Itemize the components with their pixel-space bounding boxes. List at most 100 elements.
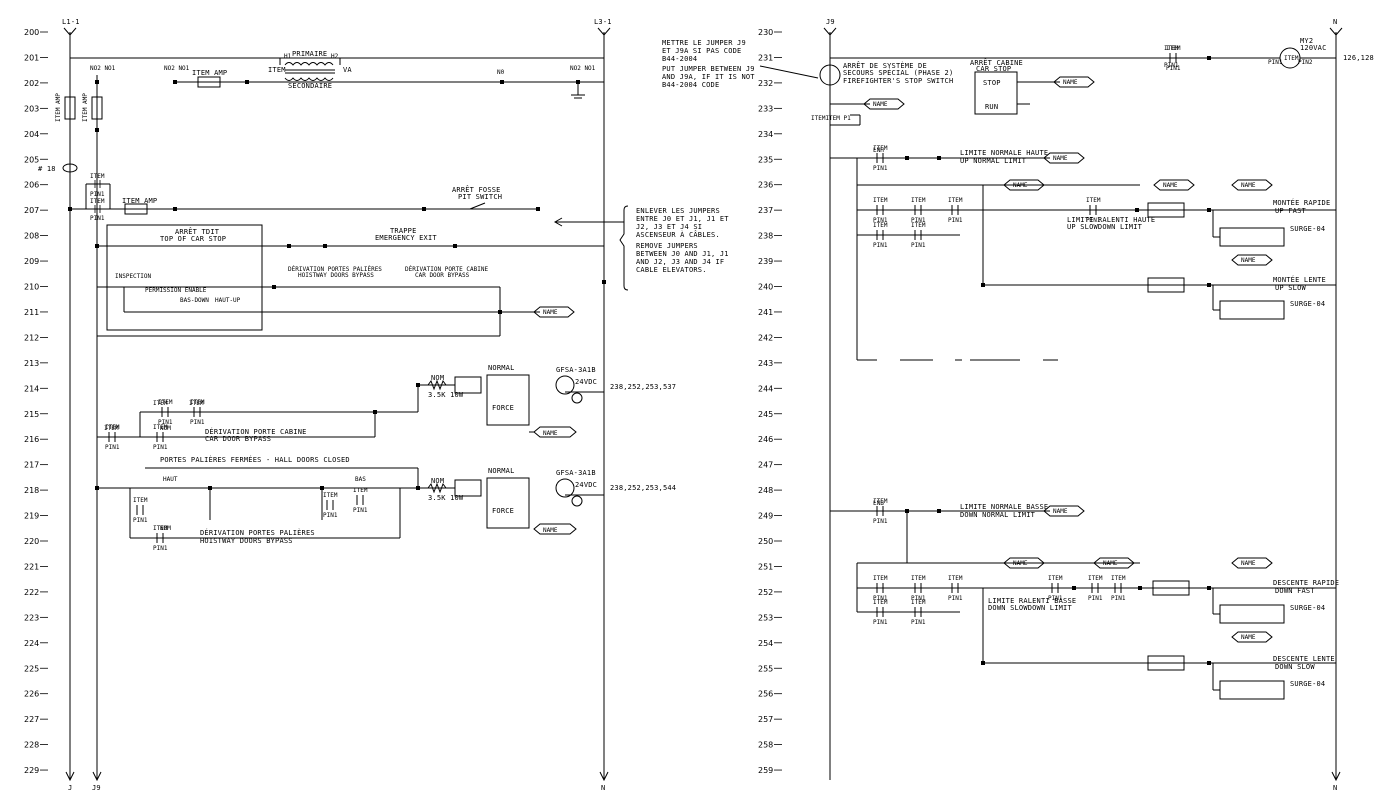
- contact-pin-label: PIN1: [911, 242, 926, 249]
- inspection-label: INSPECTION: [115, 273, 152, 280]
- name-tag-label: NAME: [1163, 182, 1178, 189]
- surge-box: [1219, 300, 1285, 320]
- relay-coil-icon: [555, 375, 575, 395]
- contact-item-label: ITEM: [323, 492, 338, 499]
- note-left-line5: REMOVE JUMPERS: [636, 242, 698, 250]
- row-number: 241: [758, 308, 773, 317]
- contact-item-label: ITEM: [911, 222, 926, 229]
- fuse-icon: [91, 96, 103, 120]
- gfsa-1: GFSA-3A1B: [556, 366, 596, 374]
- contact-item-label: ITEM: [911, 599, 926, 606]
- row-number: 209: [24, 257, 39, 266]
- contact-pin-label: PIN1: [190, 419, 205, 426]
- hall-bypass-fr: DÉRIVATION PORTES PALIÈRES: [200, 528, 315, 537]
- name-tag: [533, 306, 575, 318]
- rung-205: # 18: [38, 163, 78, 173]
- name-tag-label: NAME: [1241, 634, 1256, 641]
- contact-item-label: ITEM: [948, 575, 963, 582]
- contact-pin-label: PIN1: [153, 545, 168, 552]
- row-number: 217: [24, 461, 39, 470]
- rung-207-item-amp: ITEM AMP: [122, 197, 157, 205]
- name-tag-label: NAME: [1063, 79, 1078, 86]
- contact-pin-label: PIN1: [873, 619, 888, 626]
- rung-249: NAME LIMITE NORMALE BASSE DOWN NORMAL LI…: [830, 500, 1140, 612]
- led-icon: [571, 392, 583, 404]
- fuse-icon: [124, 203, 148, 215]
- row-number: 203: [24, 104, 39, 113]
- name-tag-label: NAME: [873, 101, 888, 108]
- rail-label-n-bottom: N: [601, 784, 605, 792]
- row-number: 208: [24, 232, 39, 241]
- haut-label: HAUT: [163, 476, 178, 483]
- contact-item-label: ITEM: [873, 498, 888, 505]
- contact-pin-label: PIN1: [911, 595, 926, 602]
- contact-item-label: ITEM: [158, 399, 173, 406]
- up-slow-fr: MONTÉE LENTE: [1273, 275, 1326, 284]
- rung-202-no-b: NO2 NO1: [570, 65, 596, 72]
- note-left-line8: CABLE ELEVATORS.: [636, 266, 707, 274]
- contact-pin-label: PIN1: [133, 517, 148, 524]
- contactor-icon: [1147, 655, 1185, 671]
- rung-205-label: # 18: [38, 165, 56, 173]
- row-number: 211: [24, 308, 39, 317]
- row-number: 233: [758, 104, 773, 113]
- car-stop-fr: ARRÊT TDIT: [175, 227, 220, 236]
- left-rails: L1-1 L3-1 J J9 N: [62, 18, 611, 792]
- force-1: FORCE: [492, 404, 514, 412]
- row-number: 248: [758, 486, 773, 495]
- row-number: 221: [24, 562, 39, 571]
- firefighter-fr2: SECOURS SPÉCIAL (PHASE 2): [843, 68, 953, 77]
- surge-4: SURGE-04: [1290, 680, 1325, 688]
- firefighter-en: FIREFIGHTER'S STOP SWITCH: [843, 77, 953, 85]
- jumper-note-left: ENLEVER LES JUMPERS ENTRE J0 ET J1, J1 E…: [553, 205, 729, 291]
- right-rails: J9 N N: [823, 18, 1343, 792]
- transformer-item-label: ITEM: [268, 66, 286, 74]
- led-icon: [571, 495, 583, 507]
- surge-3: SURGE-04: [1290, 604, 1325, 612]
- row-number: 235: [758, 155, 773, 164]
- row-number: 231: [758, 53, 773, 62]
- contact-item-label: ITEM: [873, 222, 888, 229]
- row-number: 240: [758, 283, 773, 292]
- name-tag-label: NAME: [1103, 560, 1118, 567]
- contact-item-label: ITEM: [948, 197, 963, 204]
- contactor-icon: [1152, 580, 1190, 596]
- contact-pin-label: PIN1: [353, 507, 368, 514]
- contact-item-label: ITEM: [1048, 575, 1063, 582]
- hoist-bypass-en: HOISTWAY DOORS BYPASS: [298, 272, 374, 279]
- row-number: 245: [758, 410, 773, 419]
- contact-item-label: ITEM: [105, 424, 120, 431]
- row-number: 219: [24, 512, 39, 521]
- row-number: 228: [24, 741, 39, 750]
- r216-nom: NOM: [160, 425, 171, 432]
- contact-pin-label: PIN1: [873, 242, 888, 249]
- row-number: 252: [758, 588, 773, 597]
- left-fuse-no: NO2 NO1: [90, 65, 116, 72]
- row-numbers-left: 2002012022032042052062072082092102112122…: [24, 28, 48, 775]
- down-slow-fr: DESCENTE LENTE: [1273, 655, 1335, 663]
- name-tag-label: NAME: [1013, 182, 1028, 189]
- contact-item-label: ITEM: [153, 525, 168, 532]
- rung-202-no-a: NO2 NO1: [164, 65, 190, 72]
- surge-box: [1219, 680, 1285, 700]
- note-left-line7: AND J2, J3 AND J4 IF: [636, 258, 724, 266]
- coil-pin2: PIN2: [1298, 59, 1313, 66]
- bas-down-label: BAS-DOWN: [180, 297, 209, 304]
- rail-label-l1: L1-1: [62, 18, 80, 26]
- down-fast-fr: DESCENTE RAPIDE: [1273, 579, 1339, 587]
- force-2: FORCE: [492, 507, 514, 515]
- car-stop-en: TOP OF CAR STOP: [160, 235, 226, 243]
- up-normal-en: UP NORMAL LIMIT: [960, 157, 1027, 165]
- row-number: 238: [758, 232, 773, 241]
- car-stop-en: CAR STOP: [976, 65, 1011, 73]
- row-number: 239: [758, 257, 773, 266]
- contact-pin-label: PIN1: [323, 512, 338, 519]
- contact-pin-label: PIN1: [1086, 217, 1101, 224]
- r216-item: ITEM: [104, 425, 119, 432]
- note-right-line4: PUT JUMPER BETWEEN J9: [662, 65, 755, 73]
- row-number: 229: [24, 766, 39, 775]
- bas-label: BAS: [355, 476, 366, 483]
- rung-231-234: ITEM PIN1 PIN2 MY2 120VAC 126,128 ITEM P…: [811, 37, 1374, 126]
- up-slowdown-en: UP SLOWDOWN LIMIT: [1067, 223, 1143, 231]
